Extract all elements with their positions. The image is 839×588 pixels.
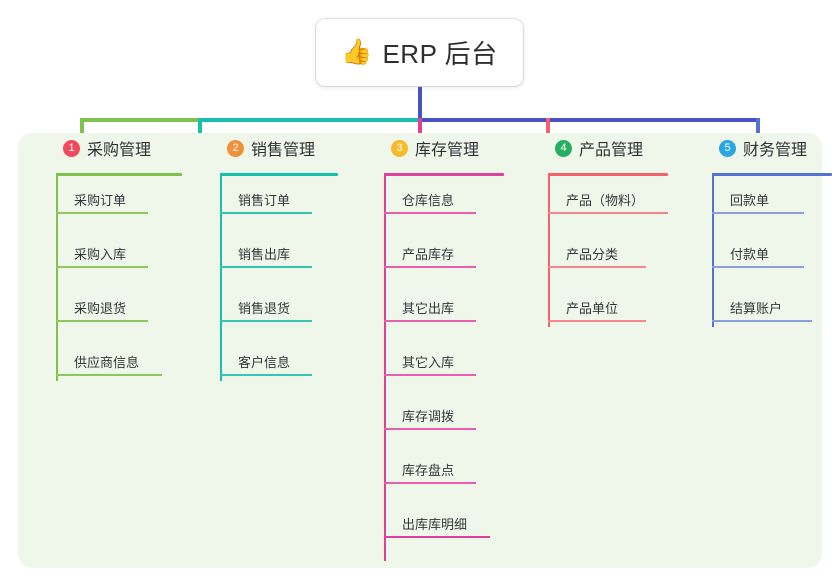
branch-title-1: 采购管理 — [87, 142, 152, 159]
leaf-item[interactable]: 产品分类 — [548, 247, 646, 268]
leaf-item[interactable]: 采购退货 — [56, 301, 148, 322]
branch-spine-4 — [548, 173, 550, 327]
branch-header-4[interactable]: 4 产品管理 — [534, 133, 714, 163]
leaf-label: 销售出库 — [238, 247, 291, 262]
leaf-label: 产品分类 — [566, 247, 619, 262]
leaf-item[interactable]: 其它入库 — [384, 355, 476, 376]
leaf-item[interactable]: 其它出库 — [384, 301, 476, 322]
leaf-item[interactable]: 产品库存 — [384, 247, 476, 268]
leaf-item[interactable]: 回款单 — [712, 193, 804, 214]
leaf-rule — [220, 266, 312, 268]
leaf-label: 客户信息 — [238, 355, 291, 370]
leaf-label: 出库库明细 — [402, 517, 468, 532]
leaf-label: 销售订单 — [238, 193, 291, 208]
leaf-item[interactable]: 销售退货 — [220, 301, 312, 322]
branch-badge-5: 5 — [719, 139, 736, 157]
leaf-rule — [548, 320, 646, 322]
branches-panel: 1 采购管理 采购订单 采购入库 采购退货 供应商信息 — [18, 133, 832, 568]
branch-badge-2: 2 — [227, 139, 244, 157]
branch-column-1: 1 采购管理 采购订单 采购入库 采购退货 供应商信息 — [42, 133, 212, 381]
leaf-rule — [712, 320, 812, 322]
leaf-rule — [384, 482, 476, 484]
branch-header-rule-4 — [548, 173, 668, 176]
leaf-label: 采购退货 — [74, 301, 127, 316]
leaf-item[interactable]: 采购订单 — [56, 193, 148, 214]
leaf-rule — [220, 374, 312, 376]
leaf-label: 其它入库 — [402, 355, 455, 370]
leaf-rule — [56, 374, 162, 376]
root-node-content: 👍 ERP 后台 — [341, 34, 497, 71]
branch-badge-4: 4 — [555, 139, 572, 157]
branch-header-rule-3 — [384, 173, 504, 176]
branch-title-4: 产品管理 — [579, 142, 644, 159]
leaf-rule — [384, 320, 476, 322]
branch-spine-1 — [56, 173, 58, 381]
leaf-rule — [220, 212, 312, 214]
thumbs-up-icon: 👍 — [341, 38, 373, 66]
leaf-item[interactable]: 仓库信息 — [384, 193, 476, 214]
root-node[interactable]: 👍 ERP 后台 — [316, 19, 523, 86]
leaf-rule — [56, 212, 148, 214]
branch-header-5[interactable]: 5 财务管理 — [698, 133, 839, 163]
leaf-label: 仓库信息 — [402, 193, 455, 208]
leaf-rule — [220, 320, 312, 322]
leaf-rule — [384, 212, 476, 214]
leaf-item[interactable]: 产品单位 — [548, 301, 646, 322]
leaf-item[interactable]: 付款单 — [712, 247, 804, 268]
branch-column-4: 4 产品管理 产品（物料） 产品分类 产品单位 — [534, 133, 714, 327]
leaf-item[interactable]: 采购入库 — [56, 247, 148, 268]
leaf-item[interactable]: 产品（物料） — [548, 193, 668, 214]
leaf-label: 产品（物料） — [566, 193, 645, 208]
leaf-label: 回款单 — [730, 193, 770, 208]
leaf-label: 采购入库 — [74, 247, 127, 262]
branch-column-2: 2 销售管理 销售订单 销售出库 销售退货 客户信息 — [206, 133, 376, 381]
branch-spine-3 — [384, 173, 386, 561]
leaf-rule — [384, 536, 490, 538]
leaf-rule — [384, 266, 476, 268]
leaf-rule — [712, 266, 804, 268]
branch-title-2: 销售管理 — [251, 142, 316, 159]
leaf-item[interactable]: 销售订单 — [220, 193, 312, 214]
leaf-rule — [384, 374, 476, 376]
leaf-item[interactable]: 销售出库 — [220, 247, 312, 268]
leaf-item[interactable]: 客户信息 — [220, 355, 312, 376]
leaf-label: 库存调拨 — [402, 409, 455, 424]
branch-header-rule-5 — [712, 173, 832, 176]
leaf-label: 销售退货 — [238, 301, 291, 316]
branch-header-rule-2 — [220, 173, 338, 176]
leaf-item[interactable]: 供应商信息 — [56, 355, 162, 376]
branch-title-3: 库存管理 — [415, 142, 480, 159]
leaf-rule — [548, 212, 668, 214]
branch-header-rule-1 — [56, 173, 182, 176]
leaf-item[interactable]: 结算账户 — [712, 301, 812, 322]
branch-header-2[interactable]: 2 销售管理 — [206, 133, 376, 163]
leaf-item[interactable]: 库存调拨 — [384, 409, 476, 430]
leaf-label: 库存盘点 — [402, 463, 455, 478]
root-title: ERP 后台 — [382, 39, 498, 69]
branch-header-3[interactable]: 3 库存管理 — [370, 133, 550, 163]
leaf-item[interactable]: 出库库明细 — [384, 517, 490, 538]
leaf-label: 供应商信息 — [74, 355, 140, 370]
branch-badge-1: 1 — [63, 139, 80, 157]
leaf-label: 产品单位 — [566, 301, 619, 316]
leaf-rule — [56, 266, 148, 268]
branch-spine-2 — [220, 173, 222, 381]
leaf-rule — [548, 266, 646, 268]
branch-column-5: 5 财务管理 回款单 付款单 结算账户 — [698, 133, 839, 327]
leaf-rule — [384, 428, 476, 430]
leaf-label: 结算账户 — [730, 301, 783, 316]
leaf-label: 付款单 — [730, 247, 770, 262]
branch-spine-5 — [712, 173, 714, 327]
branch-header-1[interactable]: 1 采购管理 — [42, 133, 212, 163]
leaf-item[interactable]: 库存盘点 — [384, 463, 476, 484]
branch-badge-3: 3 — [391, 139, 408, 157]
leaf-rule — [56, 320, 148, 322]
leaf-label: 其它出库 — [402, 301, 455, 316]
branch-column-3: 3 库存管理 仓库信息 产品库存 其它出库 其它入库 库存调拨 — [370, 133, 550, 561]
branch-title-5: 财务管理 — [743, 142, 808, 159]
leaf-label: 产品库存 — [402, 247, 455, 262]
leaf-rule — [712, 212, 804, 214]
leaf-label: 采购订单 — [74, 193, 127, 208]
